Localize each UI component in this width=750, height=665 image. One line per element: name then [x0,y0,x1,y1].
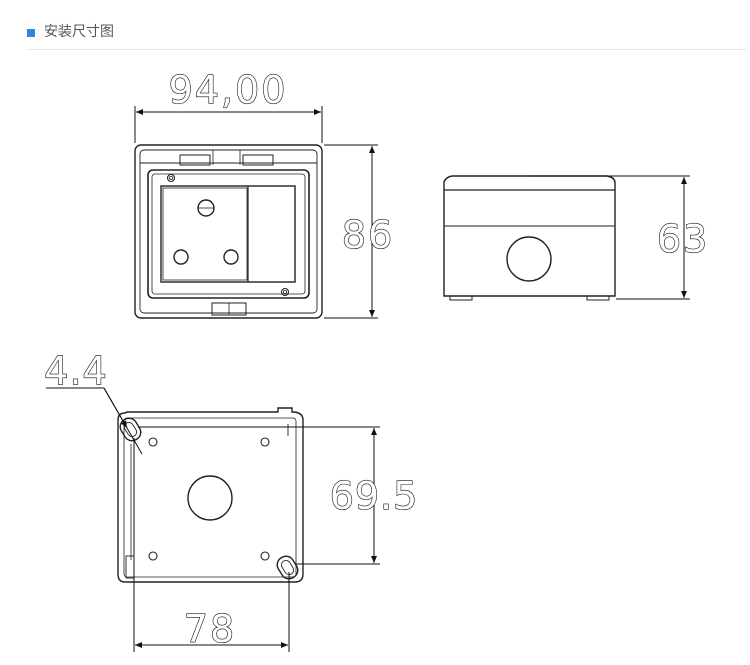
front-outer-frame [134,144,323,319]
label-front-width: 94,00 [169,68,288,112]
section-title: 安装尺寸图 [44,24,114,40]
back-plate [117,407,304,583]
dim-side-height [530,175,690,300]
small-hole-tr [260,437,270,447]
neutral-pin-hole [223,249,239,265]
mount-slot-bottom-right [276,555,299,580]
lid-panel [147,169,310,299]
side-view [443,175,616,301]
live-pin-hole [173,249,189,265]
label-front-height: 86 [342,213,394,257]
screw-top-left [166,173,176,183]
front-inner-frame [139,149,318,314]
back-center-hole [187,475,233,521]
dim-mount-vertical [138,426,380,565]
front-view [134,144,323,319]
dim-front-width [134,106,323,143]
dim-hole-diameter [46,387,143,455]
header-divider [27,49,747,50]
side-foot-left [449,295,473,301]
small-hole-tl [148,437,158,447]
back-view [117,407,304,583]
socket-plate [160,185,296,283]
small-hole-bl [148,551,158,561]
mount-slot-top-left [119,417,142,442]
side-foot-right [586,295,610,301]
side-body [443,175,616,297]
section-header: 安装尺寸图 [0,0,750,50]
screw-bottom-right [280,287,290,297]
header-marker-icon [27,29,35,37]
hinge-left [179,154,211,166]
dim-front-height [324,144,378,319]
hinge-right [242,154,274,166]
cable-entry-hole [506,236,552,282]
label-hole-diameter: 4.4 [44,349,107,393]
dim-mount-horizontal [133,438,290,652]
small-hole-br [260,551,270,561]
label-side-height: 63 [657,217,709,261]
label-mount-vertical: 69.5 [330,474,419,518]
label-mount-horizontal: 78 [184,607,236,651]
